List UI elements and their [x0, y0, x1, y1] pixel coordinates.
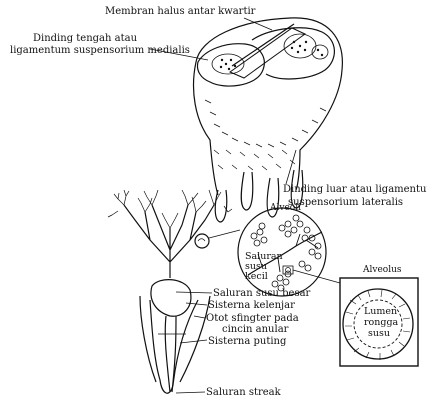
label-median-ligament-line2: ligamentum suspensorium medialis — [10, 45, 190, 56]
label-small-duct-line3: kecil — [245, 272, 283, 282]
label-lumen-line1: Lumen — [364, 306, 394, 317]
label-sphincter-line2: cincin anular — [222, 324, 288, 335]
label-lumen-line2: rongga — [364, 317, 394, 328]
label-membrane: Membran halus antar kwartir — [105, 6, 255, 17]
label-teat-cistern: Sisterna puting — [208, 336, 286, 347]
label-streak-canal: Saluran streak — [206, 387, 281, 398]
label-lumen-line3: susu — [364, 328, 394, 339]
label-small-duct: Saluran susu kecil — [245, 252, 283, 282]
label-alveoli-title: Alveoli — [270, 203, 301, 214]
label-lateral-ligament-line2: suspensorium lateralis — [288, 197, 403, 208]
label-lateral-ligament-line1: Dinding luar atau ligamentum — [283, 184, 427, 195]
label-median-ligament-line1: Dinding tengah atau — [33, 33, 137, 44]
label-gland-cistern: Sisterna kelenjar — [208, 300, 295, 311]
label-large-duct: Saluran susu besar — [213, 288, 310, 299]
label-sphincter-line1: Otot sfingter pada — [206, 313, 299, 324]
label-alveolus-title: Alveolus — [363, 265, 402, 276]
label-lumen: Lumen rongga susu — [364, 306, 394, 339]
